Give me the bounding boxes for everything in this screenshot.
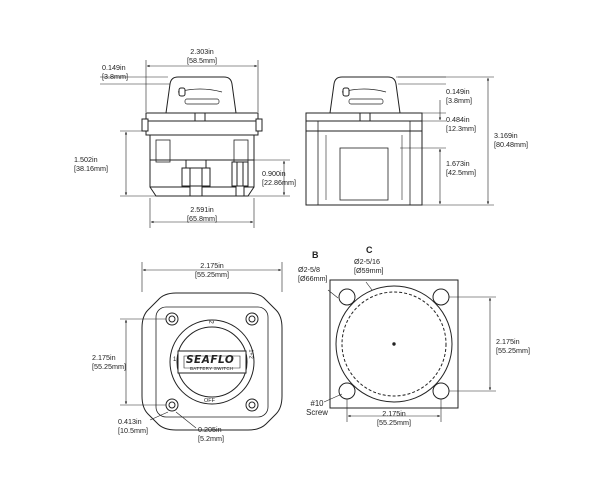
front-width-top-label: 2.303in[58.5mm] xyxy=(187,47,217,65)
dial-ring-inner xyxy=(176,326,248,398)
cutout-view xyxy=(323,279,496,422)
side-view xyxy=(305,76,494,206)
top-corner-label: 0.413in[10.5mm] xyxy=(118,417,148,435)
dial-ring-outer xyxy=(169,319,255,405)
front-width-bottom-label: 2.591in[65.8mm] xyxy=(187,205,217,223)
side-housing-height-label: 1.673in[42.5mm] xyxy=(446,159,476,177)
side-knob-offset-label: 0.149in[3.8mm] xyxy=(446,87,472,105)
side-housing xyxy=(305,112,423,206)
top-hole-label: 0.205in[5.2mm] xyxy=(198,425,224,443)
position-both-label: 1+2 xyxy=(247,349,254,359)
side-flange-label: 0.484in[12.3mm] xyxy=(446,115,476,133)
side-total-height-label: 3.169in[80.48mm] xyxy=(494,131,528,149)
front-view xyxy=(100,60,290,228)
front-stem-height-label: 0.900in[22.86mm] xyxy=(262,169,296,187)
brand-subtitle: BATTERY SWITCH xyxy=(190,366,234,371)
cutout-width-label: 2.175in[55.25mm] xyxy=(377,409,411,427)
cutout-circle-c xyxy=(341,291,447,397)
cutout-label-c: C xyxy=(366,245,373,255)
front-knob-offset-label: 0.149in[3.8mm] xyxy=(102,63,128,81)
top-view xyxy=(120,262,283,431)
cutout-diameter-c: Ø2-5/16[Ø59mm] xyxy=(354,257,384,275)
cutout-circle-b xyxy=(335,285,453,403)
screw-hole-tl xyxy=(338,288,356,306)
cutout-diameter-b: Ø2-5/8[Ø66mm] xyxy=(298,265,328,283)
position-1-label: 1 xyxy=(173,357,177,363)
position-2-label: 2 xyxy=(207,320,214,324)
cutout-label-b: B xyxy=(312,250,319,260)
front-body-height-label: 1.502in[38.16mm] xyxy=(74,155,108,173)
front-knob xyxy=(165,76,237,114)
brand-logo: SEAFLO xyxy=(186,354,235,366)
top-height-label: 2.175in[55.25mm] xyxy=(92,353,126,371)
top-width-label: 2.175in[55.25mm] xyxy=(195,261,229,279)
cutout-height-label: 2.175in[55.25mm] xyxy=(496,337,530,355)
position-off-label: OFF xyxy=(204,398,215,404)
side-knob xyxy=(329,76,401,114)
